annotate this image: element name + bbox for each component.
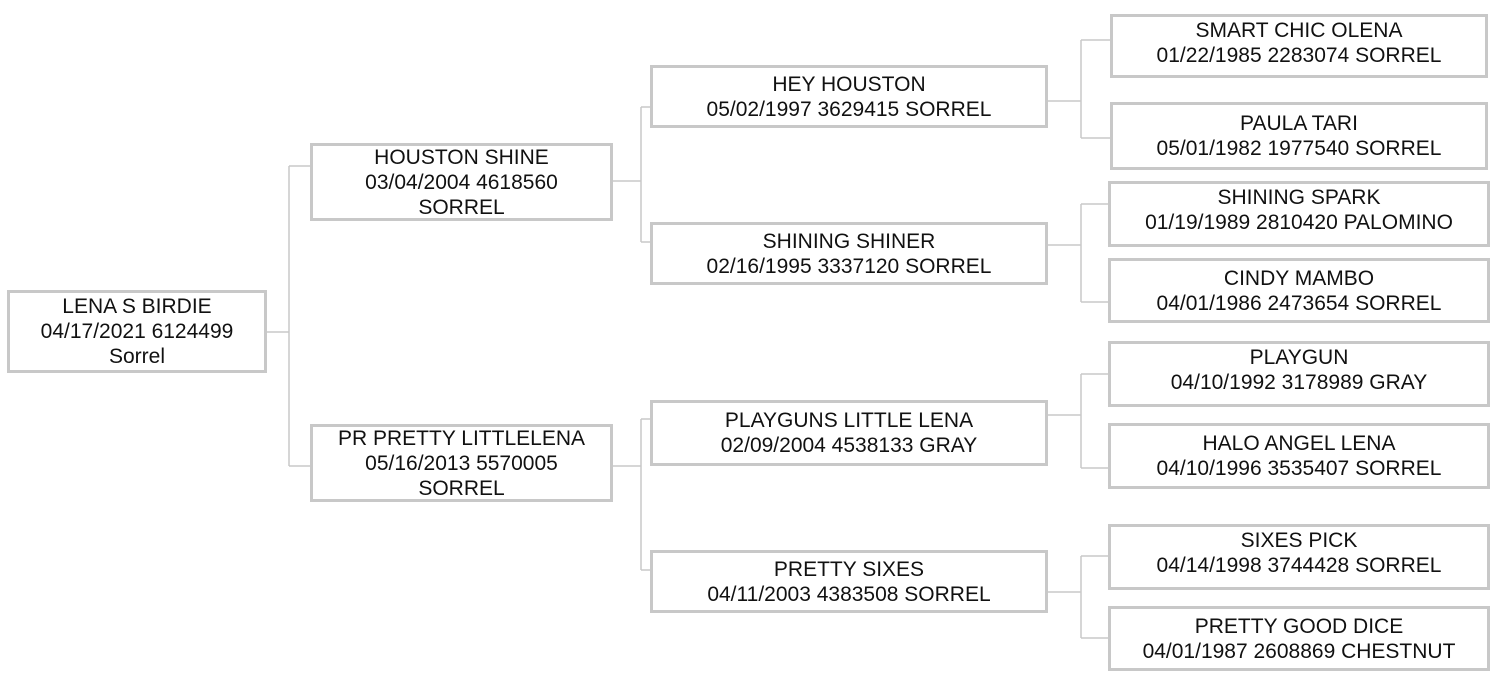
horse-name: PLAYGUNS LITTLE LENA <box>724 409 974 432</box>
horse-name: LENA S BIRDIE <box>62 295 212 318</box>
horse-details: 02/09/2004 4538133 GRAY <box>720 434 978 457</box>
horse-card-dd-sire: SIXES PICK 04/14/1998 3744428 SORREL <box>1108 524 1490 590</box>
horse-name: PRETTY SIXES <box>773 557 925 581</box>
horse-details: 04/11/2003 4383508 SORREL <box>707 582 991 606</box>
horse-details: 04/10/1992 3178989 GRAY <box>1170 371 1428 394</box>
horse-details: 04/01/1987 2608869 CHESTNUT <box>1142 639 1456 663</box>
horse-name: HOUSTON SHINE <box>374 145 549 169</box>
horse-name: CINDY MAMBO <box>1223 266 1375 290</box>
horse-details: 04/10/1996 3535407 SORREL <box>1156 457 1442 480</box>
horse-card-sire-sire: HEY HOUSTON 05/02/1997 3629415 SORREL <box>650 65 1048 128</box>
horse-card-dam-dam: PRETTY SIXES 04/11/2003 4383508 SORREL <box>650 550 1048 613</box>
horse-name: PRETTY GOOD DICE <box>1194 614 1404 638</box>
horse-name: SMART CHIC OLENA <box>1195 19 1403 42</box>
horse-card-subject: LENA S BIRDIE 04/17/2021 6124499 Sorrel <box>7 290 267 373</box>
horse-card-dam-sire: PLAYGUNS LITTLE LENA 02/09/2004 4538133 … <box>650 400 1048 466</box>
horse-details: 02/16/1995 3337120 SORREL <box>706 254 992 278</box>
horse-card-sd-dam: CINDY MAMBO 04/01/1986 2473654 SORREL <box>1108 258 1490 323</box>
horse-name: PLAYGUN <box>1249 346 1349 369</box>
horse-name: HALO ANGEL LENA <box>1202 432 1396 455</box>
horse-card-sire-dam: SHINING SHINER 02/16/1995 3337120 SORREL <box>650 222 1048 285</box>
horse-details: 03/04/2004 4618560 <box>365 170 558 194</box>
horse-card-ss-sire: SMART CHIC OLENA 01/22/1985 2283074 SORR… <box>1110 14 1488 78</box>
horse-details: 05/01/1982 1977540 SORREL <box>1156 137 1442 160</box>
horse-name: PR PRETTY LITTLELENA <box>337 426 586 450</box>
horse-details: 01/19/1989 2810420 PALOMINO <box>1145 211 1453 234</box>
horse-card-dam: PR PRETTY LITTLELENA 05/16/2013 5570005 … <box>310 424 613 502</box>
horse-details: 04/17/2021 6124499 <box>40 320 234 343</box>
horse-name: SHINING SPARK <box>1217 186 1381 209</box>
horse-details: 04/01/1986 2473654 SORREL <box>1156 291 1442 315</box>
horse-card-ss-dam: PAULA TARI 05/01/1982 1977540 SORREL <box>1110 102 1488 170</box>
horse-details: 05/02/1997 3629415 SORREL <box>706 97 992 121</box>
horse-card-dd-dam: PRETTY GOOD DICE 04/01/1987 2608869 CHES… <box>1108 606 1490 671</box>
horse-name: PAULA TARI <box>1240 112 1358 135</box>
horse-name: SHINING SHINER <box>762 229 936 253</box>
horse-name: SIXES PICK <box>1240 529 1358 552</box>
horse-details: 05/16/2013 5570005 <box>365 451 558 475</box>
horse-name: HEY HOUSTON <box>772 72 926 96</box>
horse-color: SORREL <box>418 195 505 219</box>
horse-color: Sorrel <box>108 345 165 368</box>
horse-card-ds-sire: PLAYGUN 04/10/1992 3178989 GRAY <box>1108 341 1490 407</box>
horse-card-ds-dam: HALO ANGEL LENA 04/10/1996 3535407 SORRE… <box>1108 423 1490 489</box>
horse-details: 01/22/1985 2283074 SORREL <box>1156 44 1442 67</box>
horse-details: 04/14/1998 3744428 SORREL <box>1156 554 1442 577</box>
horse-card-sd-sire: SHINING SPARK 01/19/1989 2810420 PALOMIN… <box>1108 181 1490 247</box>
horse-card-sire: HOUSTON SHINE 03/04/2004 4618560 SORREL <box>310 143 613 221</box>
horse-color: SORREL <box>418 476 505 500</box>
